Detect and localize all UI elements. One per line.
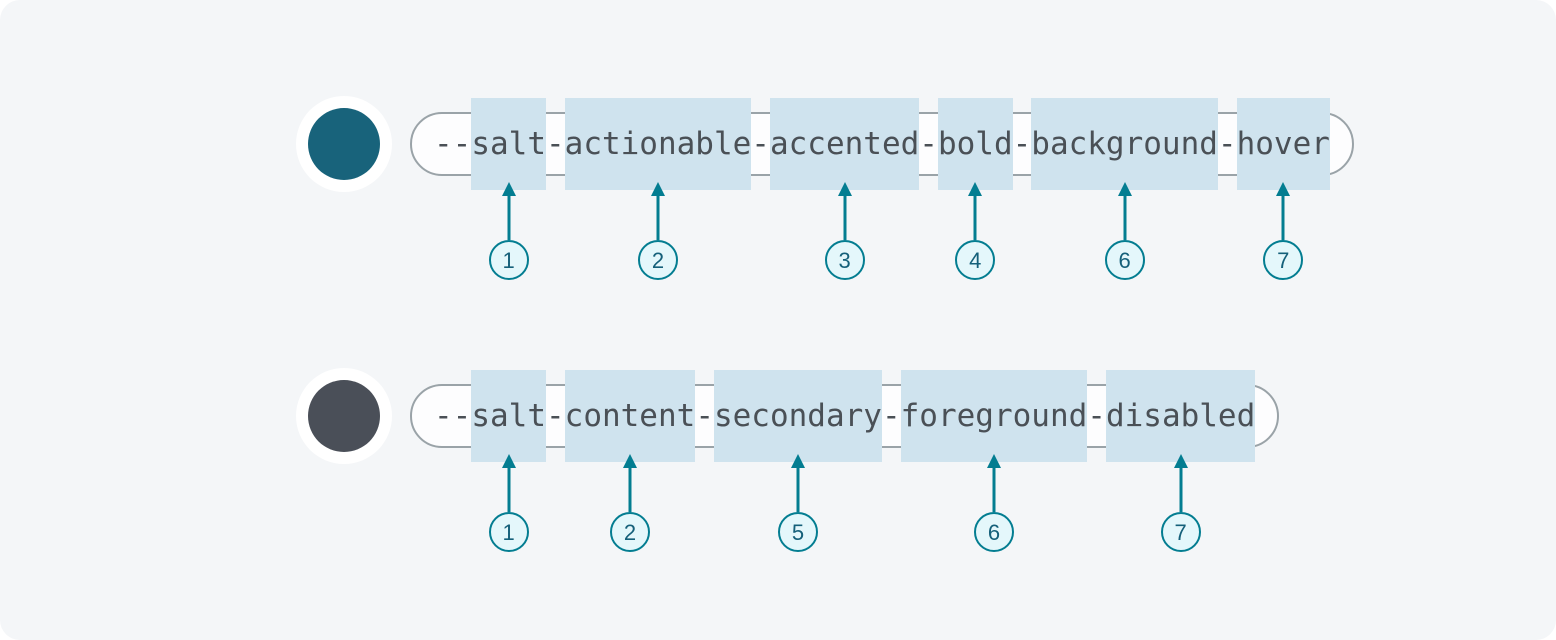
arrow-up-icon [837,182,852,240]
arrow-up-icon [501,454,516,512]
token-pill-2[interactable]: --salt-content-secondary-foreground-disa… [410,370,1280,462]
callout-4: 4 [953,182,997,280]
arrow-up-icon [968,182,983,240]
color-swatch-2 [296,368,392,464]
callout-badge[interactable]: 6 [973,512,1014,552]
arrow-up-icon [1276,182,1291,240]
color-swatch-1 [296,96,392,192]
color-swatch-dot-2 [308,380,380,452]
token-text-1: --salt-actionable-accented-bold-backgrou… [434,98,1331,190]
token-separator: - [545,126,565,162]
arrow-up-icon [1173,454,1188,512]
callout-7: 7 [1261,182,1305,280]
token-segment[interactable]: foreground [900,370,1087,462]
token-prefix: -- [434,126,472,162]
callout-7: 7 [1159,454,1203,552]
callout-badge[interactable]: 4 [955,240,996,280]
callout-3: 3 [823,182,867,280]
token-separator: - [695,398,714,434]
arrow-up-icon [501,182,516,240]
callout-2: 2 [608,454,652,552]
callout-badge[interactable]: 7 [1160,512,1201,552]
callout-badge[interactable]: 1 [488,512,529,552]
token-segment[interactable]: secondary [713,370,882,462]
callout-1: 1 [487,454,531,552]
token-separator: - [1087,398,1106,434]
token-prefix: -- [434,398,472,434]
token-separator: - [919,126,938,162]
color-swatch-dot-1 [308,108,380,180]
token-pill-1[interactable]: --salt-actionable-accented-bold-backgrou… [410,98,1354,190]
token-segment[interactable]: content [564,370,695,462]
callout-2: 2 [636,182,680,280]
callout-badge[interactable]: 2 [609,512,650,552]
token-segment[interactable]: bold [937,98,1013,190]
callout-badge[interactable]: 3 [824,240,865,280]
arrow-up-icon [622,454,637,512]
token-separator: - [881,398,901,434]
token-segment[interactable]: salt [471,98,546,190]
token-segment[interactable]: accented [769,98,920,190]
arrow-up-icon [790,454,805,512]
token-text-2: --salt-content-secondary-foreground-disa… [434,370,1256,462]
callout-badge[interactable]: 1 [488,240,529,280]
callout-badge[interactable]: 5 [777,512,818,552]
callout-6: 6 [972,454,1016,552]
callout-badge[interactable]: 2 [637,240,678,280]
callout-6: 6 [1103,182,1147,280]
token-segment[interactable]: actionable [564,98,751,190]
token-segment[interactable]: hover [1236,98,1331,190]
token-segment[interactable]: salt [471,370,546,462]
callout-badge[interactable]: 7 [1263,240,1304,280]
token-separator: - [751,126,770,162]
token-separator: - [545,398,565,434]
token-segment[interactable]: disabled [1105,370,1256,462]
callout-5: 5 [776,454,820,552]
token-separator: - [1012,126,1032,162]
token-separator: - [1217,126,1237,162]
arrow-up-icon [1117,182,1132,240]
arrow-up-icon [986,454,1001,512]
arrow-up-icon [650,182,665,240]
callout-badge[interactable]: 6 [1104,240,1145,280]
token-segment[interactable]: background [1031,98,1218,190]
callout-1: 1 [487,182,531,280]
